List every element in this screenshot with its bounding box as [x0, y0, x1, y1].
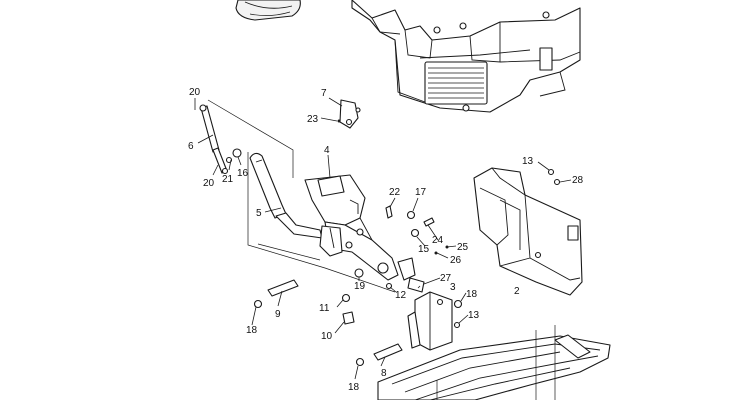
callout-7: 7 [321, 88, 327, 99]
callout-24: 24 [432, 235, 444, 246]
gas-spring-part [199, 104, 229, 175]
callout-2: 2 [514, 286, 520, 297]
small-bracket-part [339, 99, 361, 129]
callout-23: 23 [307, 114, 319, 125]
leader-lines [194, 97, 572, 380]
callout-18-bottom: 18 [348, 382, 360, 393]
callout-11: 11 [319, 303, 330, 314]
floor-plate-assembly [377, 325, 611, 400]
callout-12: 12 [395, 290, 407, 301]
upper-frame-assembly [351, 0, 581, 113]
callout-6: 6 [188, 141, 194, 152]
callout-18-left: 18 [246, 325, 258, 336]
callout-21: 21 [222, 174, 234, 185]
callout-13-bottom: 13 [468, 310, 480, 321]
callout-9: 9 [275, 309, 281, 320]
callout-16: 16 [237, 168, 249, 179]
callout-17: 17 [415, 187, 427, 198]
callout-20-top: 20 [189, 87, 201, 98]
callout-labels: 20 6 20 21 16 7 23 4 22 17 5 24 15 25 26… [188, 87, 584, 393]
callout-20-bottom: 20 [203, 178, 215, 189]
callout-25: 25 [457, 242, 469, 253]
callout-18-right: 18 [466, 289, 478, 300]
callout-15: 15 [418, 244, 430, 255]
callout-19: 19 [354, 281, 366, 292]
callout-28: 28 [572, 175, 584, 186]
callout-27: 27 [440, 273, 452, 284]
callout-10: 10 [321, 331, 333, 342]
callout-13-top: 13 [522, 156, 534, 167]
callout-3: 3 [450, 282, 456, 293]
callout-22: 22 [389, 187, 401, 198]
mount-bracket-part [473, 167, 583, 296]
callout-26: 26 [450, 255, 462, 266]
assembly-boundary-lines [207, 99, 396, 293]
top-left-cover-part [235, 0, 301, 21]
plate-bracket-part [407, 291, 453, 351]
callout-4: 4 [324, 145, 330, 156]
lever-handle-part [249, 152, 323, 239]
callout-5: 5 [256, 208, 262, 219]
callout-8: 8 [381, 368, 387, 379]
lever-bracket-assembly [304, 174, 416, 281]
